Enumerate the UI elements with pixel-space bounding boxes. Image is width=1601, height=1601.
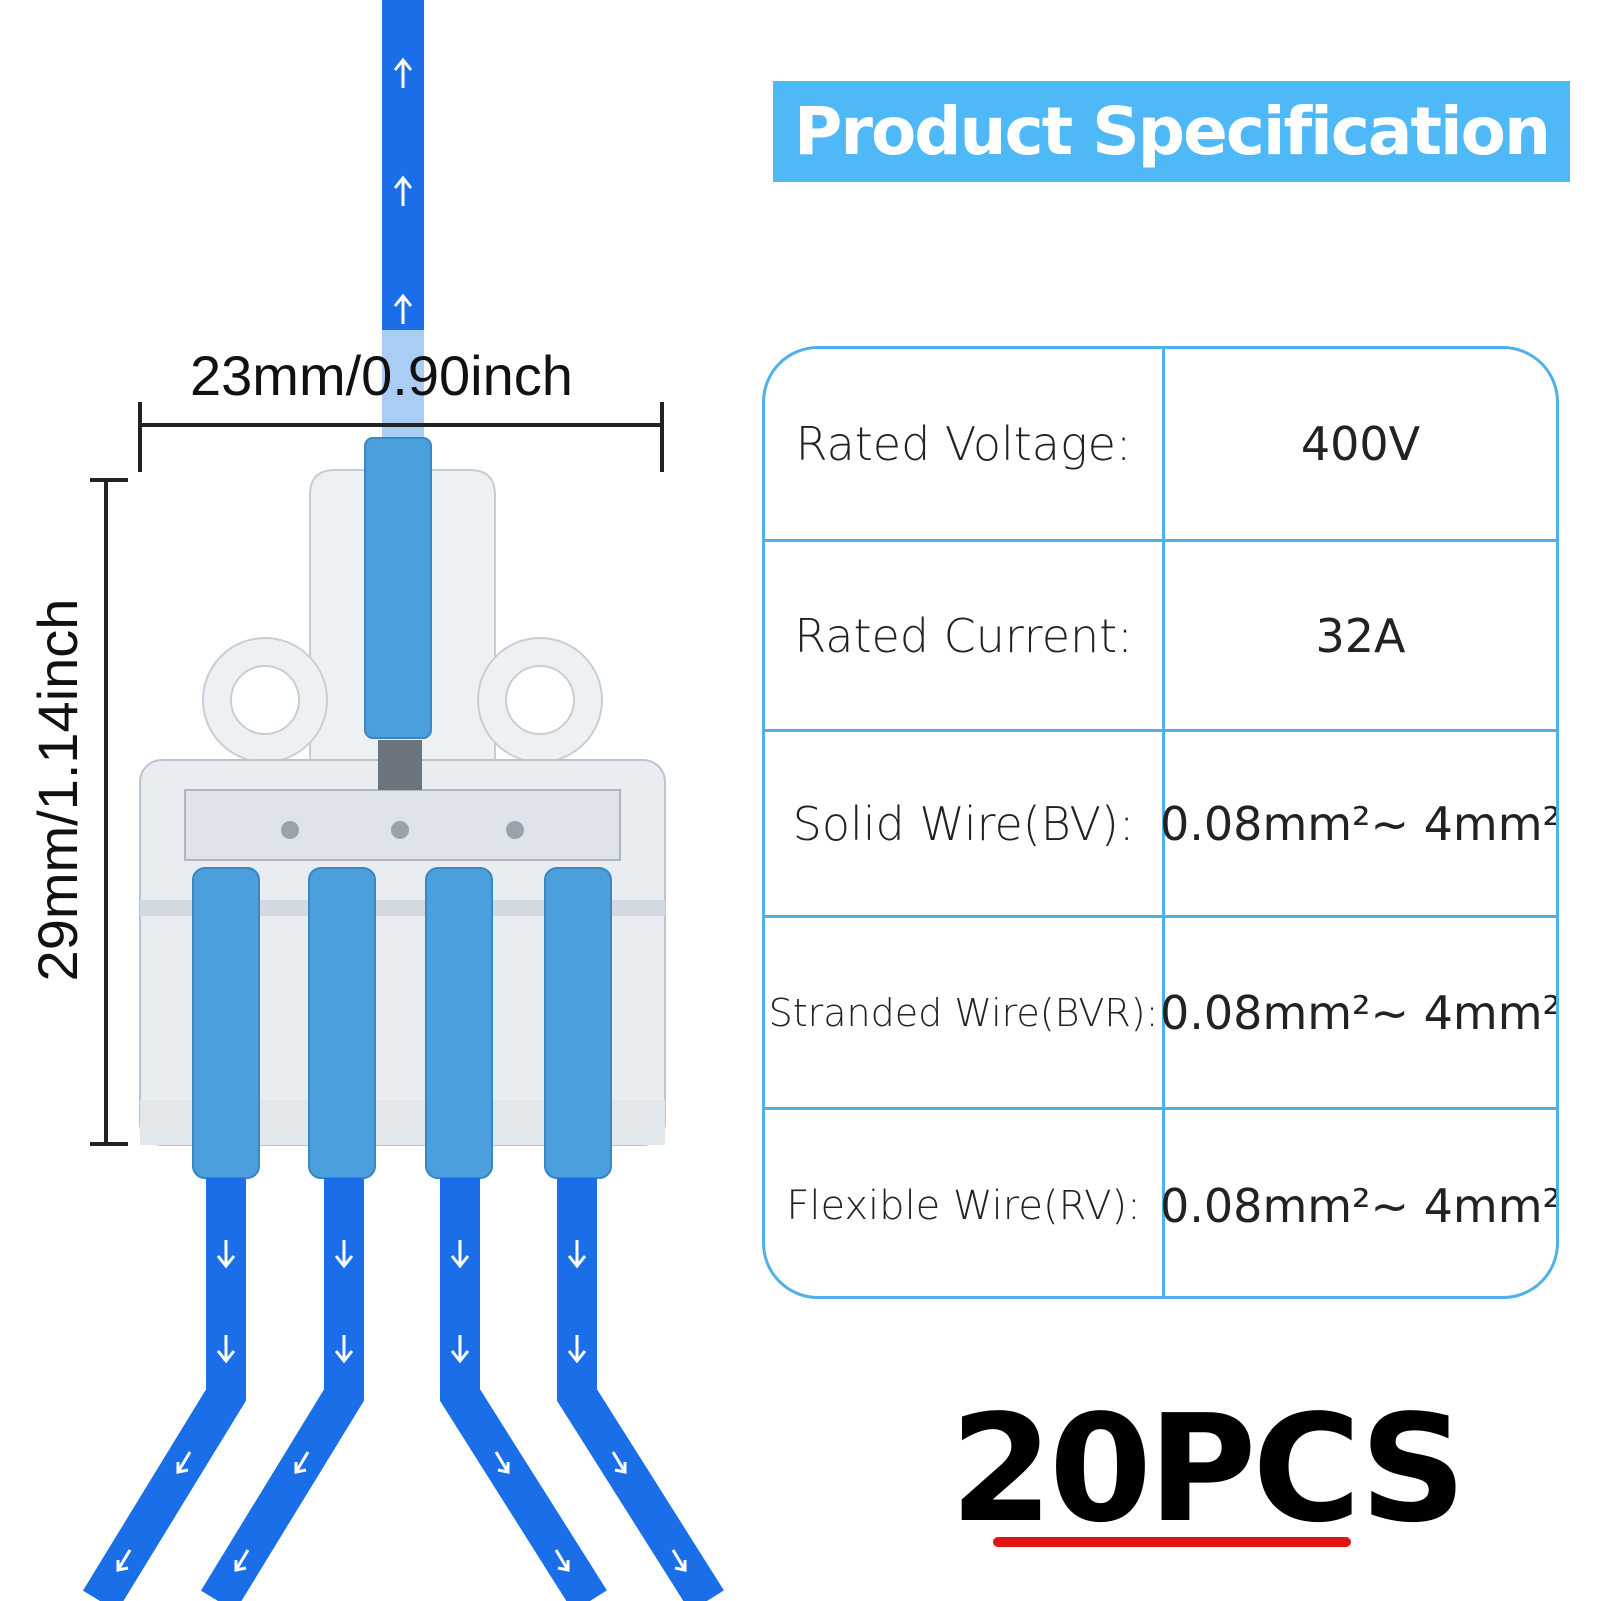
width-dimension-line	[138, 402, 664, 472]
height-dimension-label: 29mm/1.14inch	[26, 598, 89, 982]
spec-label: Rated Current:	[794, 608, 1133, 663]
spec-value: 400V	[1300, 417, 1421, 471]
diagonal-arrow-icon	[116, 1451, 687, 1572]
spec-label: Solid Wire(BV):	[792, 796, 1135, 851]
spec-value: 0.08mm²~ 4mm²	[1160, 1179, 1559, 1233]
spec-table: Rated Voltage: 400V Rated Current: 32A S…	[762, 346, 1559, 1299]
spec-value: 0.08mm²~ 4mm²	[1160, 796, 1559, 851]
lever-1	[192, 867, 260, 1179]
spec-value: 0.08mm²~ 4mm²	[1160, 985, 1559, 1040]
spec-label: Rated Voltage:	[795, 417, 1132, 471]
column-divider	[1162, 349, 1165, 1296]
input-wire	[382, 0, 424, 440]
connector-illustration	[82, 0, 724, 1601]
down-arrow-icon	[216, 1240, 587, 1364]
up-arrow-icon	[393, 57, 413, 324]
output-wires	[82, 1178, 724, 1601]
lever-2	[308, 867, 376, 1179]
lever-top	[364, 437, 432, 739]
width-dimension-label: 23mm/0.90inch	[190, 344, 573, 407]
spec-value: 32A	[1315, 608, 1406, 663]
spec-title: Product Specification	[773, 81, 1570, 182]
spec-row-flexible-wire: Flexible Wire(RV): 0.08mm²~ 4mm²	[765, 1107, 1559, 1296]
spec-row-stranded-wire: Stranded Wire(BVR): 0.08mm²~ 4mm²	[765, 915, 1556, 1107]
spec-label: Flexible Wire(RV):	[786, 1183, 1141, 1229]
spec-row-current: Rated Current: 32A	[765, 539, 1556, 729]
height-dimension-line	[90, 478, 128, 1146]
quantity-underline	[993, 1537, 1351, 1547]
lever-4	[544, 867, 612, 1179]
spec-row-voltage: Rated Voltage: 400V	[765, 349, 1556, 539]
spec-row-solid-wire: Solid Wire(BV): 0.08mm²~ 4mm²	[765, 729, 1556, 915]
quantity-label: 20PCS	[950, 1383, 1466, 1555]
lever-3	[425, 867, 493, 1179]
spec-label: Stranded Wire(BVR):	[768, 990, 1159, 1035]
